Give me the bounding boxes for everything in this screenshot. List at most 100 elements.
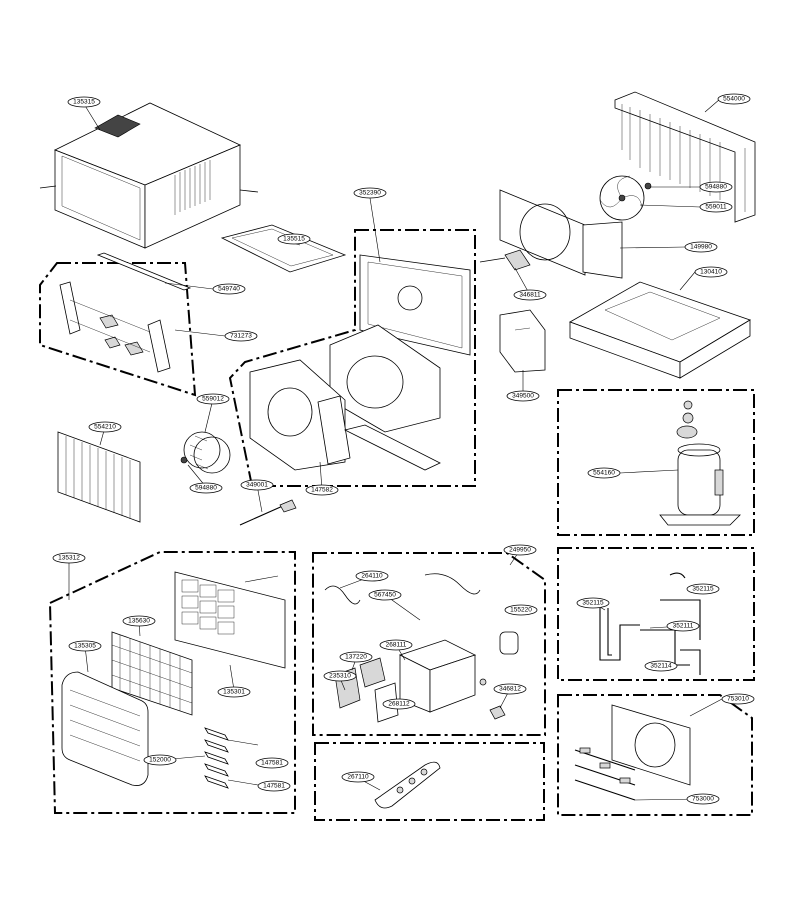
part-label: 267110 [341,771,375,783]
fan-shroud [479,189,623,279]
part-label: 753000 [686,793,720,805]
part-number: 130410 [700,269,722,276]
part-number: 554210 [94,424,116,431]
part-number: 753010 [727,696,749,703]
part-number: 549740 [218,286,240,293]
part-label: 268112 [382,698,416,710]
part-number: 249950 [509,547,531,554]
part-number: 554160 [593,470,615,477]
part-number: 264110 [361,573,383,580]
part-number: 753000 [692,796,714,803]
blower-wheel [180,431,231,474]
part-label: 249950 [503,544,537,556]
part-number: 352115 [582,600,604,607]
condenser-coil [614,91,756,223]
part-label: 147582 [305,484,339,496]
clip [644,182,652,190]
part-number: 731273 [230,333,252,340]
part-label: 554000 [717,93,751,105]
bracket-assembly [59,281,171,373]
part-label: 554210 [88,421,122,433]
part-label: 135630 [122,615,156,627]
part-label: 594880 [699,181,733,193]
part-number: 147581 [261,760,283,767]
heater-assembly [574,704,691,801]
remote-control [374,761,441,809]
part-label: 352111 [666,620,700,632]
cabinet-case [39,102,259,249]
part-label: 135315 [67,96,101,108]
part-label: 731273 [224,330,258,342]
front-grille [61,671,149,786]
part-number: 352114 [650,663,672,670]
part-number: 559012 [202,396,224,403]
part-label: 147581 [257,780,291,792]
base-plate [220,224,347,273]
part-number: 352115 [692,586,714,593]
refrigerant-tubing [599,572,701,675]
motor-bracket [499,309,546,373]
part-number: 346812 [499,686,521,693]
part-number: 235310 [329,673,351,680]
part-number: 135305 [74,643,96,650]
part-number: 149980 [690,244,712,251]
part-number: 268112 [388,701,410,708]
part-number: 135515 [283,236,305,243]
fan-blade [599,175,645,221]
part-label: 559012 [196,393,230,405]
front-frame [174,571,286,669]
part-number: 152000 [149,757,171,764]
part-label: 346812 [493,683,527,695]
group-outlines [39,229,755,821]
part-label: 549740 [212,283,246,295]
control-box [324,573,519,723]
part-label: 349500 [506,390,540,402]
part-label: 268111 [379,639,413,651]
part-label: 147581 [255,757,289,769]
part-label: 352114 [644,660,678,672]
part-label: 137220 [339,651,373,663]
blower-housing [249,254,471,471]
part-number: 567450 [374,592,396,599]
part-number: 137220 [345,654,367,661]
part-label: 130410 [694,266,728,278]
part-label: 352115 [686,583,720,595]
part-label: 135305 [68,640,102,652]
air-filter [111,631,193,716]
base-pan [569,281,751,379]
part-label: 135301 [217,686,251,698]
part-number: 594880 [705,184,727,191]
part-number: 346811 [519,292,541,299]
evaporator-coil [57,431,141,523]
part-label: 135515 [277,233,311,245]
part-label: 554160 [587,467,621,479]
part-label: 753010 [721,693,755,705]
part-number: 349001 [246,482,268,489]
part-label: 155220 [504,604,538,616]
part-label: 349001 [240,479,274,491]
part-number: 267110 [347,774,369,781]
part-label: 149980 [684,241,718,253]
part-label: 135312 [52,552,86,564]
part-number: 554000 [723,96,745,103]
part-number: 349500 [512,393,534,400]
part-number: 147581 [263,783,285,790]
part-labels: 135315 554000 352390 135515 594880 55901… [52,93,755,805]
part-number: 352111 [673,623,694,630]
louvers [204,727,229,789]
part-number: 135301 [223,689,245,696]
part-number: 135630 [128,618,150,625]
part-number: 135312 [58,555,80,562]
part-label: 264110 [355,570,389,582]
compressor [659,400,741,526]
part-label: 352115 [576,597,610,609]
part-number: 352390 [359,190,381,197]
part-number: 155220 [510,607,532,614]
part-label: 152000 [143,754,177,766]
part-label: 346811 [513,289,547,301]
part-label: 352390 [353,187,387,199]
part-label: 559011 [699,201,733,213]
part-number: 559011 [705,204,727,211]
part-number: 268111 [386,642,407,649]
